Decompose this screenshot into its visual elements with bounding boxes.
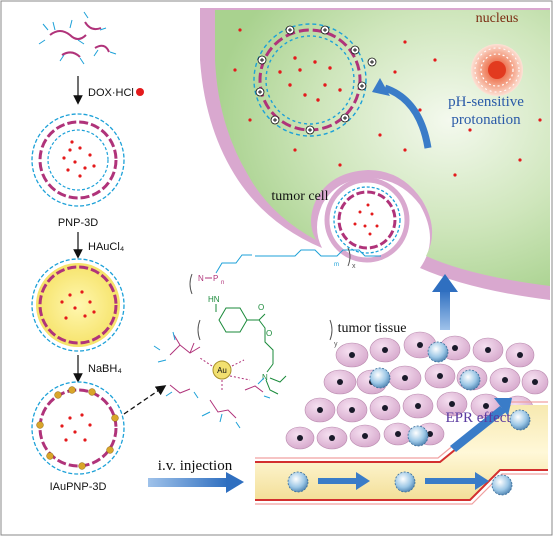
iaupnp-3d-particle (31, 381, 125, 475)
svg-text:n: n (221, 280, 224, 286)
tumor-cell-label: tumor cell (271, 189, 328, 204)
epr-effect-label: EPR effect (445, 410, 511, 426)
au-label: Au (217, 366, 227, 375)
nucleus: nucleus (471, 11, 523, 96)
au-loaded-particle (31, 258, 125, 352)
haucl-label: HAuCl₄ (88, 241, 125, 253)
dox-label: DOX·HCl (88, 87, 134, 99)
chemical-structure: N P n m x HN O O N y Au (153, 247, 381, 429)
dox-dot (136, 88, 144, 96)
iv-arrow-shaft (148, 478, 228, 487)
protonated-nanoparticle (253, 23, 377, 137)
tumor-tissue-label: tumor tissue (338, 321, 407, 336)
nabh-label: NaBH₄ (88, 363, 122, 375)
svg-text:P: P (213, 274, 218, 283)
pnp-3d-particle (31, 113, 125, 207)
svg-text:O: O (266, 329, 272, 338)
flow-arrows (318, 398, 512, 490)
svg-text:y: y (334, 341, 338, 348)
polymer-chains (38, 11, 117, 65)
iaupnp-label: IAuPNP-3D (50, 481, 107, 493)
svg-text:HN: HN (208, 295, 220, 304)
au-core (212, 360, 232, 380)
iv-injection-label: i.v. injection (158, 458, 233, 474)
ph-sensitive-label: pH-sensitive (448, 94, 524, 110)
svg-text:x: x (352, 263, 356, 270)
protonation-label: protonation (451, 112, 521, 128)
svg-text:O: O (258, 303, 264, 312)
protonation-arrow (383, 84, 432, 149)
circulating-nanoparticles (287, 341, 531, 496)
released-drug-dots (233, 28, 542, 177)
svg-text:N: N (262, 373, 268, 382)
svg-text:m: m (334, 262, 339, 268)
uptake-arrow-shaft (440, 290, 450, 330)
iv-arrow-head (226, 472, 244, 493)
nucleus-label: nucleus (476, 11, 519, 26)
blood-vessel (255, 401, 548, 505)
endosome (324, 177, 410, 263)
pnp-label: PNP-3D (58, 217, 98, 229)
tumor-cell-region (200, 8, 550, 300)
svg-text:N: N (198, 274, 204, 283)
